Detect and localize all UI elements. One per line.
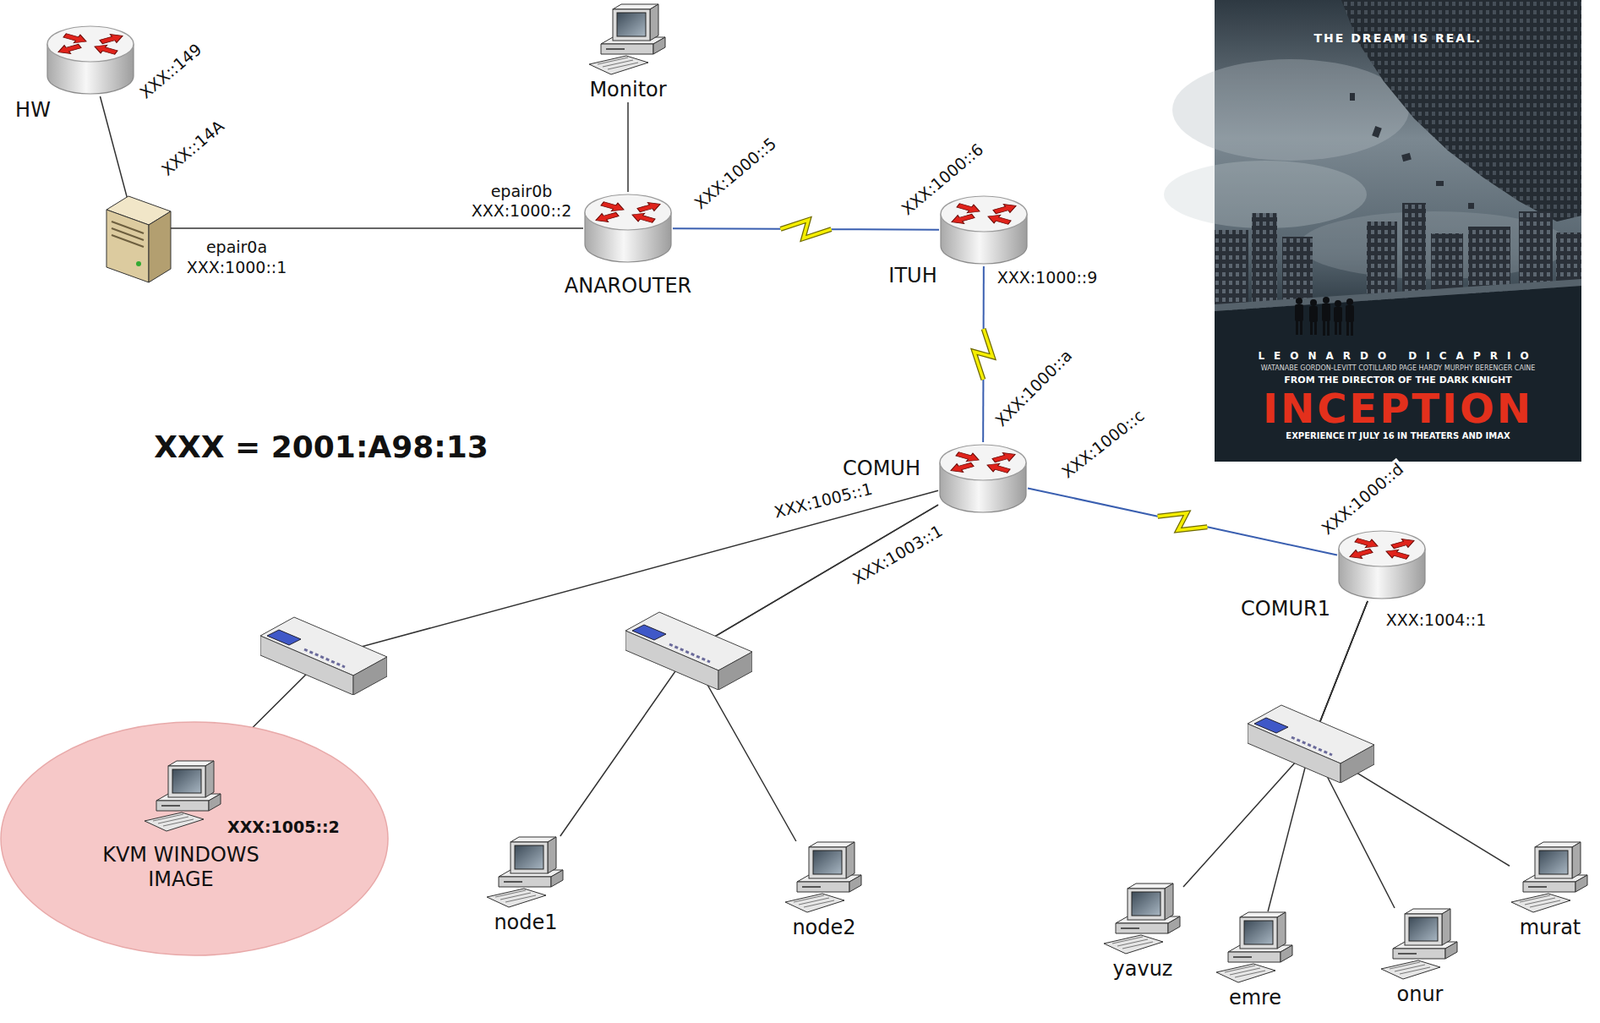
switch-icon <box>625 611 753 690</box>
device-name: emre <box>1228 985 1282 1011</box>
pc-icon <box>142 759 224 833</box>
interface-address: XXX:1000::1 <box>185 257 290 278</box>
poster-credit: FROM THE DIRECTOR OF THE DARK KNIGHT <box>1282 374 1513 386</box>
device-name: COMUR1 <box>1240 596 1331 622</box>
router-node: ITUH <box>939 193 1029 267</box>
cable-line <box>99 96 584 229</box>
device-name: murat <box>1519 915 1582 940</box>
interface-address: XXX::149 <box>134 38 207 104</box>
pc-node: yavuz <box>1102 882 1184 982</box>
movie-poster <box>1163 0 1582 462</box>
device-name: ITUH <box>888 263 937 289</box>
router-icon <box>45 23 136 97</box>
interface-address: XXX:1005::1 <box>770 478 877 523</box>
device-name: Monitor <box>589 77 667 103</box>
interface-address: epair0a <box>204 237 269 257</box>
router-icon <box>938 442 1028 515</box>
interface-address: XXX:1003::1 <box>847 519 948 589</box>
device-name: onur <box>1397 982 1444 1007</box>
ip-address: XXX:1005::2 <box>227 817 340 837</box>
vm-pc-node: XXX:1005::2 <box>142 759 224 833</box>
router-node: COMUH <box>938 442 1028 515</box>
pc-icon <box>1379 907 1461 981</box>
device-name: node1 <box>493 910 557 935</box>
device-name: node2 <box>791 915 856 940</box>
poster-star: LEONARDO DICAPRIO <box>1255 349 1540 362</box>
device-name: yavuz <box>1113 956 1174 982</box>
router-node: COMUR1 <box>1337 528 1427 601</box>
device-name: ANAROUTER <box>564 273 692 299</box>
interface-address: XXX:1000::a <box>990 344 1078 432</box>
poster-date: EXPERIENCE IT JULY 16 IN THEATERS AND IM… <box>1283 431 1512 442</box>
device-name: COMUH <box>842 456 921 481</box>
wireless-link <box>974 266 994 443</box>
pc-icon <box>1509 840 1591 914</box>
poster-tagline: THE DREAM IS REAL. <box>1312 31 1485 46</box>
vm-region: KVM WINDOWS IMAGE XXX:1005::2 <box>0 720 389 956</box>
pc-icon <box>587 3 669 77</box>
pc-node: emre <box>1214 911 1296 1011</box>
pc-node: murat <box>1509 840 1591 940</box>
interface-address: XXX::14A <box>156 114 230 181</box>
pc-icon <box>783 840 865 914</box>
pc-node: node2 <box>783 840 865 940</box>
vm-ellipse-shape <box>0 720 389 956</box>
interface-address: XXX:1000::9 <box>995 267 1100 288</box>
device-name: HW <box>15 98 51 123</box>
pc-node: node1 <box>485 835 567 935</box>
interface-address: XXX:1000::2 <box>469 201 574 221</box>
vm-label: KVM WINDOWS IMAGE <box>79 842 283 892</box>
router-node: HW <box>45 23 136 97</box>
router-icon <box>583 191 673 265</box>
cable-line <box>219 490 939 760</box>
router-node: ANAROUTER <box>583 191 673 265</box>
wireless-link <box>1027 487 1338 555</box>
wireless-link <box>672 219 940 239</box>
pc-icon <box>485 835 567 909</box>
switch-icon <box>1247 704 1375 783</box>
pc-icon <box>1102 882 1184 956</box>
pc-node: onur <box>1379 907 1461 1007</box>
poster-cast: WATANABE GORDON-LEVITT COTILLARD PAGE HA… <box>1259 364 1538 373</box>
router-icon <box>1337 528 1427 601</box>
interface-address: XXX:1000::c <box>1056 404 1149 483</box>
cable-line <box>627 102 629 192</box>
interface-address: XXX:1000::5 <box>689 132 782 214</box>
server-icon <box>106 196 171 283</box>
pc-icon <box>1214 911 1296 984</box>
interface-address: XXX:1004::1 <box>1384 610 1489 630</box>
switch-icon <box>260 617 388 695</box>
poster-title: INCEPTION <box>1261 387 1535 429</box>
interface-address: epair0b <box>489 181 555 202</box>
interface-address: XXX:1000::d <box>1316 458 1409 540</box>
pc-node: Monitor <box>585 3 671 103</box>
router-icon <box>939 193 1029 267</box>
prefix-note: XXX = 2001:A98:13 <box>152 428 491 465</box>
